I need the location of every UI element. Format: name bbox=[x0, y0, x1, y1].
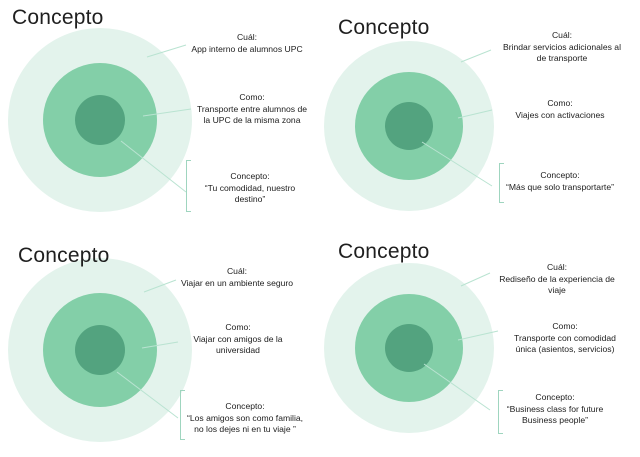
concepto-bracket bbox=[498, 390, 503, 434]
concepto-text-line: destino” bbox=[234, 194, 266, 204]
inner-circle bbox=[75, 95, 125, 145]
como-text-line: Transporte con comodidad bbox=[514, 332, 616, 343]
concepto-connector bbox=[423, 363, 491, 411]
como-text-line: Transporte entre alumnos de bbox=[196, 103, 308, 114]
concentric-circles-diagram bbox=[324, 263, 499, 433]
cual-connector bbox=[460, 49, 492, 63]
como-connector bbox=[457, 109, 493, 119]
concepto-label: Concepto:“Más que solo transportarte” bbox=[500, 170, 620, 193]
concentric-circles-diagram bbox=[8, 258, 192, 442]
cual-text-line: de transporte bbox=[536, 53, 588, 63]
concepto-heading: Concepto: bbox=[535, 392, 575, 402]
slide-title: Concepto bbox=[338, 240, 430, 263]
cual-connector bbox=[143, 279, 177, 293]
cual-text-line: Brindar servicios adicionales al bbox=[503, 41, 621, 52]
concepto-heading: Concepto: bbox=[540, 170, 580, 180]
inner-circle bbox=[75, 325, 125, 375]
como-heading: Como: bbox=[239, 92, 265, 102]
concepto-text-line: no los dejes ni en tu viaje ” bbox=[194, 424, 296, 434]
como-text-line: universidad bbox=[216, 345, 260, 355]
concepto-bracket bbox=[499, 163, 504, 203]
como-heading: Como: bbox=[547, 98, 573, 108]
cual-heading: Cuál: bbox=[236, 32, 258, 42]
concepto-text-line: “Business class for future bbox=[506, 403, 604, 414]
cual-label: Cuál:Viajar en un ambiente seguro bbox=[167, 266, 307, 289]
slide-title: Concepto bbox=[18, 244, 110, 267]
concepto-label: Concepto:“Los amigos son como familia,no… bbox=[180, 401, 310, 436]
inner-circle bbox=[385, 102, 433, 150]
concepto-text-line: “Más que solo transportarte” bbox=[506, 181, 614, 192]
concepto-heading: Concepto: bbox=[225, 401, 265, 411]
cual-heading: Cuál: bbox=[551, 30, 573, 40]
como-label: Como:Viajes con activaciones bbox=[505, 98, 615, 121]
como-connector bbox=[141, 341, 179, 349]
cual-heading: Cuál: bbox=[226, 266, 248, 276]
concepto-heading: Concepto: bbox=[230, 171, 270, 181]
como-heading: Como: bbox=[552, 321, 578, 331]
como-heading: Como: bbox=[225, 322, 251, 332]
concepto-bracket bbox=[186, 160, 191, 212]
slide-title: Concepto bbox=[338, 16, 430, 39]
como-connector bbox=[142, 108, 192, 117]
como-text-line: única (asientos, servicios) bbox=[515, 344, 615, 354]
concentric-circles-diagram bbox=[324, 41, 494, 211]
cual-text-line: App interno de alumnos UPC bbox=[191, 43, 303, 54]
concepto-connector bbox=[120, 140, 187, 193]
cual-text-line: viaje bbox=[548, 285, 566, 295]
cual-text-line: Viajar en un ambiente seguro bbox=[180, 277, 294, 288]
slide-title: Concepto bbox=[12, 6, 104, 29]
concepto-text-line: “Tu comodidad, nuestro bbox=[204, 182, 296, 193]
cual-label: Cuál:App interno de alumnos UPC bbox=[177, 32, 317, 55]
concepto-connector bbox=[116, 371, 179, 419]
como-text-line: la UPC de la misma zona bbox=[203, 115, 301, 125]
concepto-bracket bbox=[180, 390, 185, 440]
cual-connector bbox=[146, 44, 187, 58]
como-text-line: Viajes con activaciones bbox=[515, 109, 605, 120]
inner-circle bbox=[385, 324, 433, 372]
cual-connector bbox=[460, 272, 491, 287]
cual-heading: Cuál: bbox=[546, 262, 568, 272]
como-text-line: Viajar con amigos de la bbox=[193, 333, 283, 344]
concentric-circles-diagram bbox=[8, 28, 192, 212]
concepto-connector bbox=[421, 141, 493, 187]
concepto-text-line: Business people” bbox=[522, 415, 588, 425]
cual-text-line: Rediseño de la experiencia de bbox=[499, 273, 615, 284]
como-connector bbox=[457, 330, 499, 341]
concepto-text-line: “Los amigos son como familia, bbox=[186, 412, 304, 423]
